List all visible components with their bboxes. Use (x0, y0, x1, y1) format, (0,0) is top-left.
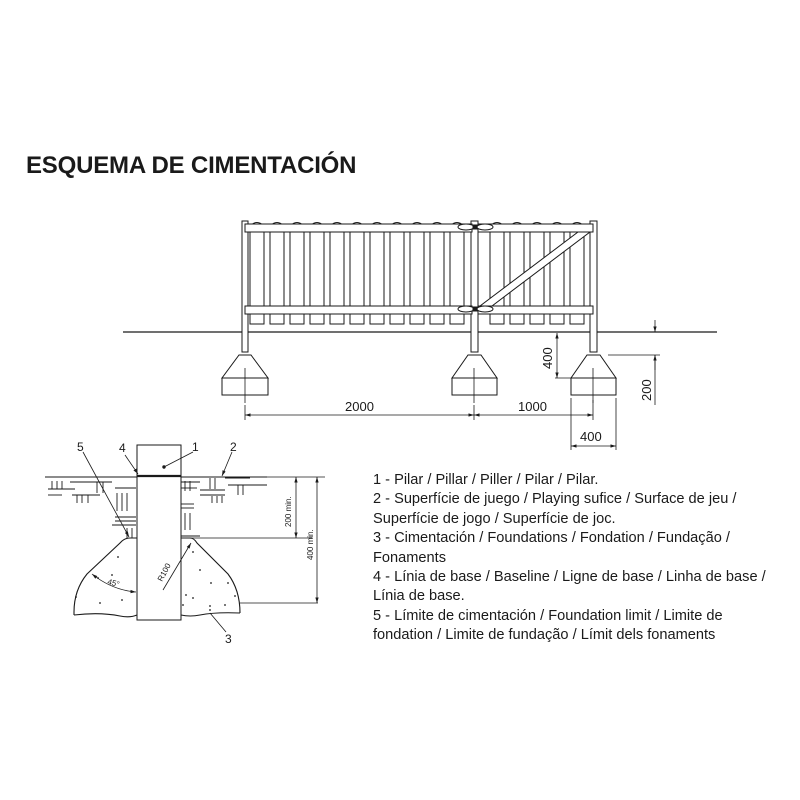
dim-400-min: 400 min. (306, 529, 315, 560)
legend-item-2: 2 - Superfície de juego / Playing sufice… (373, 491, 737, 527)
dim-200-min: 200 min. (284, 496, 293, 527)
dim-2000: 2000 (345, 399, 374, 414)
dim-200-depth: 200 (639, 379, 654, 401)
footing-right (570, 354, 617, 403)
hinge-top (457, 223, 494, 231)
dim-400-depth: 400 (540, 347, 555, 369)
foundation-section-detail (45, 444, 325, 633)
post-right (589, 220, 598, 353)
foundation-concrete (73, 537, 138, 618)
callout-1: 1 (192, 440, 199, 454)
bottom-rail-gate (477, 305, 594, 315)
page-title: ESQUEMA DE CIMENTACIÓN (26, 152, 357, 179)
dim-400-width: 400 (580, 429, 602, 444)
legend: 1 - Pilar / Pillar / Piller / Pilar / Pi… (373, 471, 773, 646)
callout-5: 5 (77, 440, 84, 454)
gate-brace (478, 231, 592, 307)
callout-3: 3 (225, 632, 232, 646)
legend-item-5: 5 - Límite de cimentación / Foundation l… (373, 607, 723, 644)
dim-angle-45: 45° (106, 577, 120, 589)
dim-1000: 1000 (518, 399, 547, 414)
bottom-rail-left (244, 305, 473, 315)
post-left (241, 220, 249, 353)
callout-2: 2 (230, 440, 237, 454)
legend-item-3: 3 - Cimentación / Foundations / Fondatio… (373, 530, 730, 566)
top-rail-left (244, 223, 473, 233)
hinge-bottom (457, 305, 494, 313)
post-middle (470, 220, 479, 353)
footing-middle (451, 354, 498, 403)
pillar (136, 444, 182, 621)
legend-item-4: 4 - Línia de base / Baseline / Ligne de … (373, 569, 766, 605)
callout-4: 4 (119, 441, 126, 455)
top-rail-gate (477, 223, 594, 233)
fence-elevation (123, 220, 717, 450)
footing-left (221, 354, 269, 403)
legend-item-1: 1 - Pilar / Pillar / Piller / Pilar / Pi… (373, 472, 599, 488)
